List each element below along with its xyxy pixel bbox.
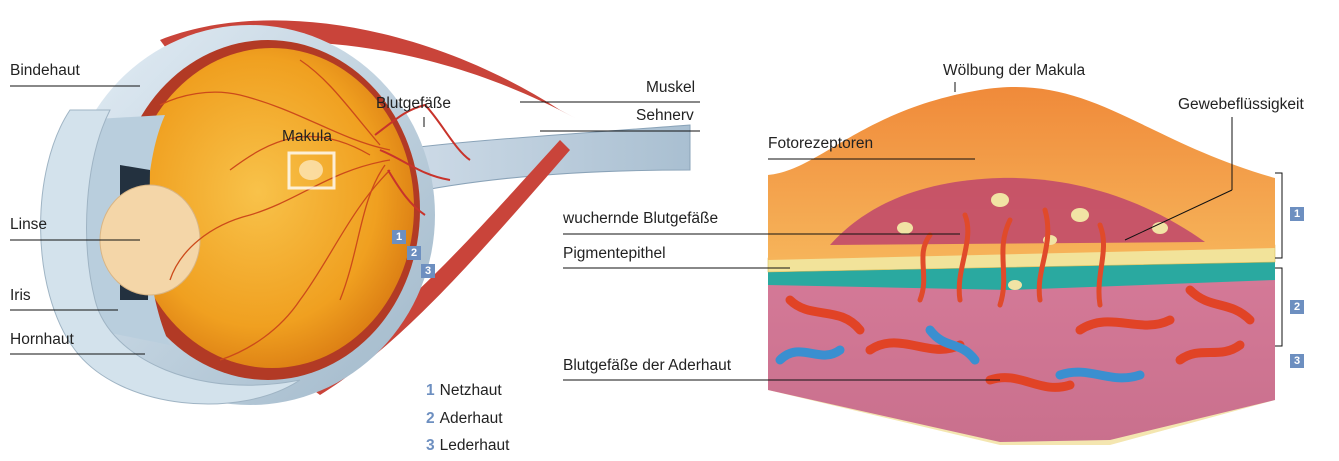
- legend-number: 3: [426, 437, 435, 454]
- legend-label: Netzhaut: [440, 382, 502, 399]
- label-woelbung: Wölbung der Makula: [943, 62, 1085, 80]
- label-pigmentepithel: Pigmentepithel: [563, 245, 666, 263]
- legend-number: 1: [426, 382, 435, 399]
- label-fotorezeptoren: Fotorezeptoren: [768, 135, 873, 153]
- eye-badge-3: 3: [421, 264, 435, 278]
- legend-label: Aderhaut: [440, 410, 503, 427]
- legend-item-netzhaut: 1 Netzhaut: [426, 382, 502, 400]
- layer-bracket-2: [1275, 268, 1282, 346]
- legend-label: Lederhaut: [440, 437, 510, 454]
- label-muskel: Muskel: [646, 79, 695, 97]
- label-makula: Makula: [282, 128, 332, 146]
- label-blutgefaesse: Blutgefäße: [376, 95, 451, 113]
- label-linse: Linse: [10, 216, 47, 234]
- legend-number: 2: [426, 410, 435, 427]
- label-iris: Iris: [10, 287, 31, 305]
- section-badge-3: 3: [1290, 354, 1304, 368]
- label-gewebefluessigkeit: Gewebeflüssigkeit: [1178, 96, 1304, 114]
- label-wuchernde: wuchernde Blutgefäße: [563, 210, 718, 228]
- eye-badge-2: 2: [407, 246, 421, 260]
- label-sehnerv: Sehnerv: [636, 107, 694, 125]
- section-badge-2: 2: [1290, 300, 1304, 314]
- label-aderhaut-gefaesse: Blutgefäße der Aderhaut: [563, 357, 731, 375]
- label-hornhaut: Hornhaut: [10, 331, 74, 349]
- legend-item-lederhaut: 3 Lederhaut: [426, 437, 509, 455]
- legend-item-aderhaut: 2 Aderhaut: [426, 410, 503, 428]
- makula-spot: [299, 160, 323, 180]
- layer-bracket: [1275, 173, 1282, 258]
- section-badge-1: 1: [1290, 207, 1304, 221]
- label-bindehaut: Bindehaut: [10, 62, 80, 80]
- eye-badge-1: 1: [392, 230, 406, 244]
